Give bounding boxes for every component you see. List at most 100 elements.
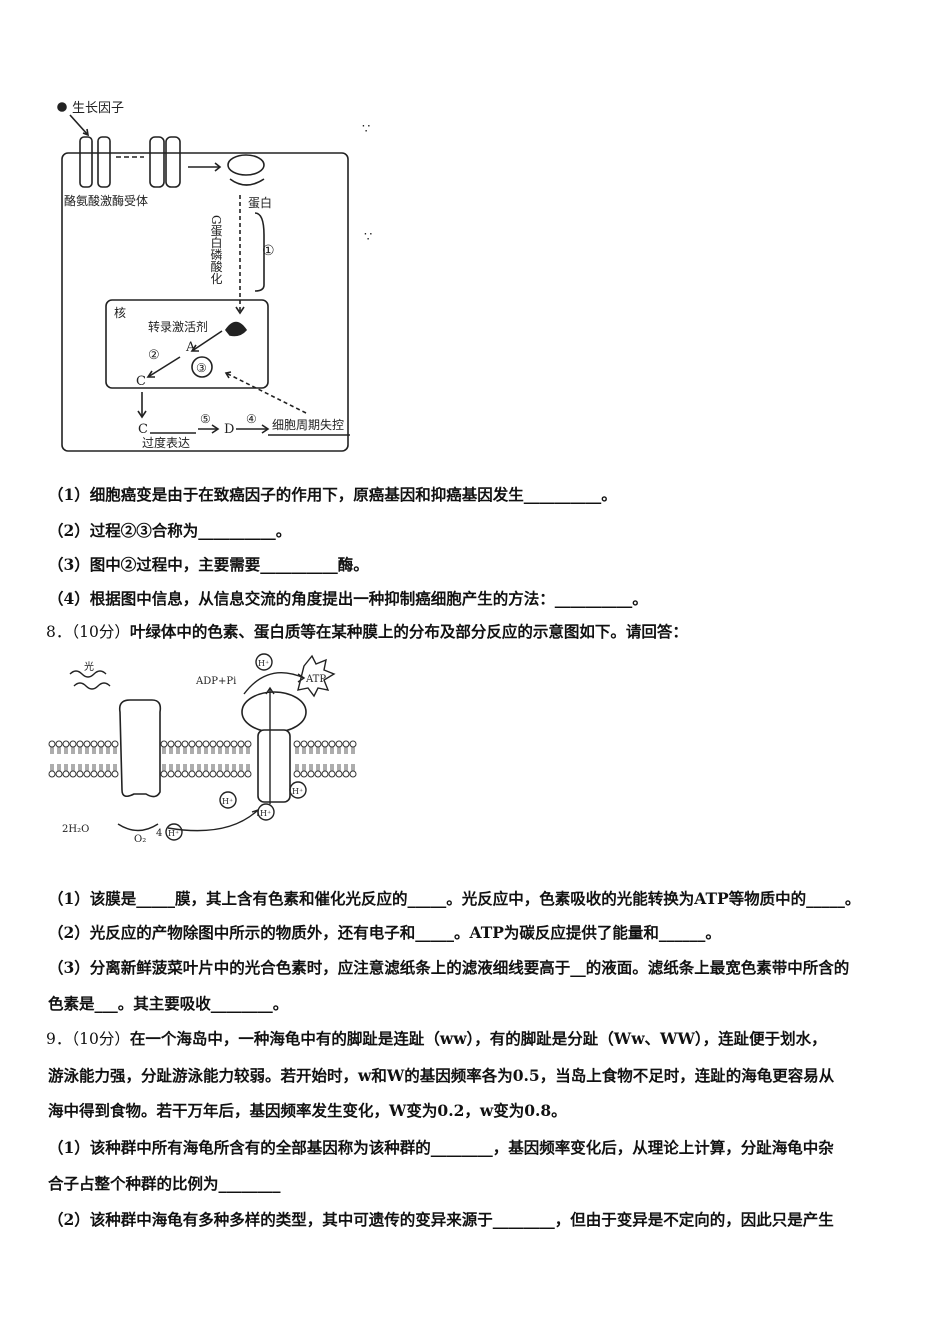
q8-part2: （2）光反应的产物除图中所示的物质外，还有电子和_____。ATP为碳反应提供了… — [48, 923, 721, 942]
step5-label: ⑤ — [200, 412, 211, 426]
q7-part1: （1）细胞癌变是由于在致癌因子的作用下，原癌基因和抑癌基因发生_________… — [48, 485, 617, 504]
adp-label: ADP+Pi — [195, 676, 236, 687]
light-label: 光 — [84, 660, 94, 673]
lipid-head — [335, 740, 343, 755]
q7-part3: （3）图中②过程中，主要需要__________酶。 — [48, 555, 369, 574]
q8-number: 8．（10分） — [46, 623, 130, 641]
lipid-head — [188, 763, 196, 778]
q9-stem-line2: 游泳能力强，分趾游泳能力较弱。若开始时，w和W的基因频率各为0.5，当岛上食物不… — [48, 1066, 835, 1085]
lipid-head — [76, 740, 84, 755]
q9-part1: （1）该种群中所有海龟所含有的全部基因称为该种群的________，基因频率变化… — [48, 1138, 834, 1157]
q9-stem-line3: 海中得到食物。若干万年后，基因频率发生变化，W变为0.2，w变为0.8。 — [48, 1101, 567, 1120]
lipid-head — [48, 763, 56, 778]
nucleus-label: 核 — [114, 306, 126, 320]
q9-number: 9．（10分） — [46, 1030, 130, 1048]
q9-stem-line1: 9．（10分）在一个海岛中，一种海龟中有的脚趾是连趾（ww），有的脚趾是分趾（W… — [46, 1029, 827, 1049]
lipid-head — [181, 763, 189, 778]
lipid-head — [188, 740, 196, 755]
lipid-head — [300, 763, 308, 778]
lipid-head — [62, 740, 70, 755]
lipid-head — [314, 740, 322, 755]
activator-label: 转录激活剂 — [148, 319, 208, 334]
lipid-head — [307, 763, 315, 778]
c-outer-label: C — [138, 422, 148, 437]
lipid-head — [111, 763, 119, 778]
q8-stem: 8．（10分）叶绿体中的色素、蛋白质等在某种膜上的分布及部分反应的示意图如下。请… — [46, 622, 688, 642]
lipid-head — [90, 763, 98, 778]
lipid-head — [174, 763, 182, 778]
lipid-head — [328, 740, 336, 755]
lipid-head — [342, 763, 350, 778]
lipid-head — [195, 740, 203, 755]
lipid-head — [55, 763, 63, 778]
lipid-head — [202, 763, 210, 778]
lipid-head — [328, 763, 336, 778]
lipid-head — [160, 740, 168, 755]
margin-mark-1: ∵ — [362, 122, 370, 137]
step1-label: ① — [262, 243, 275, 259]
water-label: 2H₂O — [62, 824, 89, 835]
h-bottom: H⁺ — [168, 829, 179, 838]
lipid-head — [160, 763, 168, 778]
lipid-head — [167, 763, 175, 778]
lipid-head — [244, 763, 252, 778]
lipid-head — [244, 740, 252, 755]
o2-label: O₂ — [134, 834, 146, 845]
signal-pathway-figure: 生长因子 酪氨酸激酶受体 蛋白 G蛋白磷酸化 ① 核 转录激活剂 A ② ③ C… — [57, 101, 372, 452]
lipid-head — [76, 763, 84, 778]
q9-stem-1: 在一个海岛中，一种海龟中有的脚趾是连趾（ww），有的脚趾是分趾（Ww、WW），连… — [129, 1029, 827, 1048]
lipid-head — [216, 763, 224, 778]
lipid-head — [195, 763, 203, 778]
lipid-head — [83, 763, 91, 778]
margin-mark-2: ∵ — [364, 230, 372, 245]
q8-stem-text: 叶绿体中的色素、蛋白质等在某种膜上的分布及部分反应的示意图如下。请回答： — [129, 622, 688, 641]
c-inner-label: C — [136, 374, 146, 389]
q9-part2: （2）该种群中海龟有多种多样的类型，其中可遗传的变异来源于________，但由… — [48, 1210, 834, 1229]
thylakoid-membrane-figure: 光 ADP+Pi ATP H⁺ H⁺ H⁺ H⁺ H⁺ 2H₂O O₂ 4 — [48, 653, 357, 845]
lipid-head — [104, 740, 112, 755]
lipid-head — [55, 740, 63, 755]
lipid-head — [349, 740, 357, 755]
lipid-head — [48, 740, 56, 755]
q7-part4: （4）根据图中信息，从信息交流的角度提出一种抑制癌细胞产生的方法：_______… — [48, 589, 648, 608]
lipid-head — [307, 740, 315, 755]
lipid-head — [237, 740, 245, 755]
lipid-head — [293, 740, 301, 755]
lipid-head — [181, 740, 189, 755]
lipid-head — [230, 740, 238, 755]
lipid-head — [349, 763, 357, 778]
growth-factor-label: 生长因子 — [72, 101, 124, 116]
protein-label: 蛋白 — [248, 195, 272, 210]
h-top: H⁺ — [258, 659, 269, 668]
a-label: A — [185, 340, 196, 355]
step2-label: ② — [148, 348, 160, 363]
lipid-head — [97, 740, 105, 755]
q9-part1-cont: 合子占整个种群的比例为________ — [48, 1174, 281, 1193]
lipid-head — [69, 763, 77, 778]
lipid-head — [69, 740, 77, 755]
lipid-head — [209, 763, 217, 778]
q8-part1: （1）该膜是_____膜，其上含有色素和催化光反应的_____。光反应中，色素吸… — [48, 889, 861, 908]
lipid-head — [90, 740, 98, 755]
four-label: 4 — [156, 828, 162, 839]
atp-label: ATP — [305, 674, 326, 685]
lipid-head — [209, 740, 217, 755]
lipid-head — [342, 740, 350, 755]
lipid-head — [321, 740, 329, 755]
lipid-head — [83, 740, 91, 755]
receptor-label: 酪氨酸激酶受体 — [64, 193, 148, 208]
h-mid: H⁺ — [222, 797, 233, 806]
lipid-head — [223, 763, 231, 778]
lipid-head — [335, 763, 343, 778]
cell-cycle-label: 细胞周期失控 — [272, 417, 344, 432]
h-channel: H⁺ — [260, 809, 271, 818]
step4-label: ④ — [246, 412, 257, 426]
lipid-head — [223, 740, 231, 755]
lipid-head — [174, 740, 182, 755]
lipid-head — [167, 740, 175, 755]
q7-part2: （2）过程②③合称为__________。 — [48, 521, 292, 540]
lipid-head — [216, 740, 224, 755]
lipid-head — [202, 740, 210, 755]
lipid-head — [314, 763, 322, 778]
lipid-head — [321, 763, 329, 778]
